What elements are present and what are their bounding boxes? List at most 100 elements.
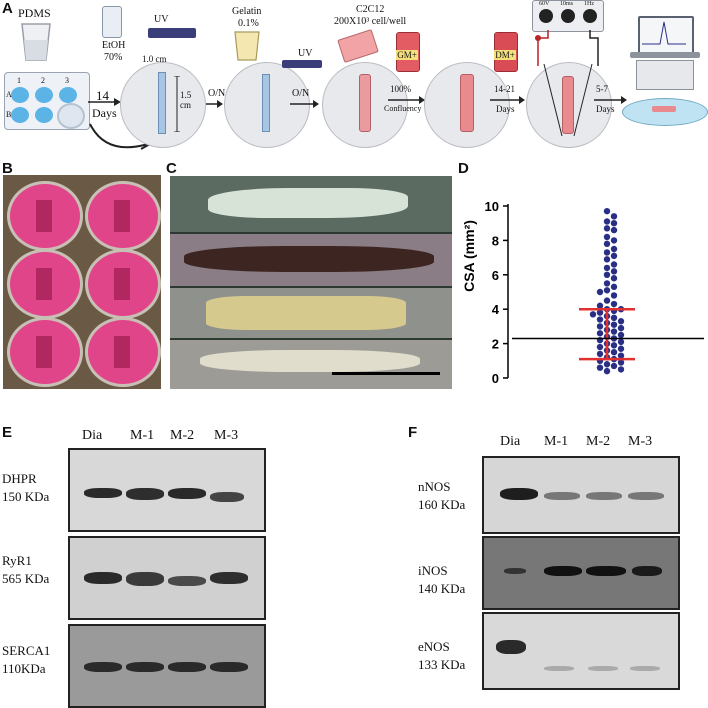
tissue-strip xyxy=(206,296,406,330)
blot-serca1 xyxy=(68,624,266,708)
well-row-b: B xyxy=(6,110,12,119)
data-point xyxy=(617,352,625,359)
blot-dhpr xyxy=(68,448,266,532)
data-point xyxy=(603,240,611,248)
data-point xyxy=(610,226,618,234)
data-point xyxy=(610,237,618,244)
confluency-pct: 100% xyxy=(390,84,411,94)
protein-kda: 565 KDa xyxy=(2,571,50,586)
pdms-beaker-icon xyxy=(21,23,51,61)
y-axis-label: CSA (mm²) xyxy=(461,220,477,292)
protein-name: nNOS xyxy=(418,479,451,494)
days-57-number: 5-7 xyxy=(596,84,608,94)
protein-name: RyR1 xyxy=(2,553,32,568)
uv-label-2: UV xyxy=(298,48,313,59)
panel-label-e: E xyxy=(2,424,13,441)
uv-label-1: UV xyxy=(154,14,169,25)
band xyxy=(586,492,622,500)
stim-pulse: 10ms xyxy=(560,1,574,7)
dim-height-num: 1.5 xyxy=(180,90,192,100)
y-tick-label: 0 xyxy=(492,371,499,386)
protein-kda: 110KDa xyxy=(2,661,46,676)
band xyxy=(544,666,574,671)
photo-well xyxy=(85,317,161,387)
well-col-2: 2 xyxy=(41,76,45,85)
tissue-photo-2 xyxy=(170,234,452,286)
well xyxy=(35,107,53,123)
protein-kda: 133 KDa xyxy=(418,657,466,672)
well xyxy=(59,87,77,103)
data-point xyxy=(610,362,618,370)
protein-kda: 150 KDa xyxy=(2,489,50,504)
data-point xyxy=(617,345,625,352)
data-point xyxy=(596,316,604,323)
well-row-a: A xyxy=(6,90,12,99)
plate-photo xyxy=(3,175,161,389)
panel-label-c: C xyxy=(166,160,177,177)
data-point xyxy=(603,271,611,278)
data-point xyxy=(617,318,625,325)
tissue-photos xyxy=(170,176,452,389)
data-point xyxy=(610,321,618,328)
band xyxy=(84,488,122,498)
tissue xyxy=(114,336,130,368)
data-point xyxy=(610,314,618,321)
band xyxy=(588,666,618,671)
band xyxy=(632,566,662,576)
well xyxy=(35,87,53,103)
tissue-channel xyxy=(562,76,574,134)
blot-label-ryr1: RyR1 565 KDa xyxy=(2,552,49,588)
six-well-plate: 1 2 3 A B xyxy=(4,72,90,130)
data-point xyxy=(603,249,611,256)
tissue xyxy=(36,200,52,232)
arrow-icon xyxy=(290,100,319,108)
lane-m1: M-1 xyxy=(130,428,155,443)
band xyxy=(500,488,538,500)
lane-m2: M-2 xyxy=(170,428,195,443)
uv-lamp-icon xyxy=(148,28,196,38)
tissue-strip xyxy=(208,188,408,218)
y-tick-label: 4 xyxy=(492,302,500,317)
blot-inos xyxy=(482,536,680,610)
knob-icon xyxy=(539,9,553,23)
days-1421-number: 14-21 xyxy=(494,84,515,94)
tissue-photo-4 xyxy=(170,340,452,389)
dm-label: DM+ xyxy=(494,50,516,60)
blot-nnos xyxy=(482,456,680,534)
dim-height-unit: cm xyxy=(180,100,191,110)
protein-name: DHPR xyxy=(2,471,37,486)
gm-label: GM+ xyxy=(396,50,418,60)
y-tick-label: 6 xyxy=(492,268,499,283)
data-point xyxy=(603,367,611,375)
days-1421-word: Days xyxy=(496,104,515,114)
arrow-icon xyxy=(88,98,121,106)
band xyxy=(504,568,526,574)
blot-ryr1 xyxy=(68,536,266,620)
band xyxy=(544,566,582,576)
band xyxy=(586,566,626,576)
data-point xyxy=(596,343,604,351)
data-point xyxy=(603,280,611,287)
data-point xyxy=(610,292,618,299)
data-point xyxy=(610,261,618,268)
flask-icon xyxy=(337,29,379,63)
well-col-1: 1 xyxy=(17,76,21,85)
confluency-label: Confluency xyxy=(384,104,422,113)
lane-dia: Dia xyxy=(500,434,521,449)
arrow-icon xyxy=(206,100,223,108)
magnified-well xyxy=(57,103,85,129)
lane-m2: M-2 xyxy=(586,434,611,449)
tissue xyxy=(114,200,130,232)
tissue-photo-1 xyxy=(170,176,452,232)
band xyxy=(168,662,206,672)
data-point xyxy=(603,207,611,215)
band xyxy=(210,492,244,502)
stimulator-device: 60V 10ms 1Hz xyxy=(532,0,604,32)
protein-name: SERCA1 xyxy=(2,643,51,658)
dim-width-label: 1.0 cm xyxy=(142,54,167,64)
data-point xyxy=(617,338,625,346)
